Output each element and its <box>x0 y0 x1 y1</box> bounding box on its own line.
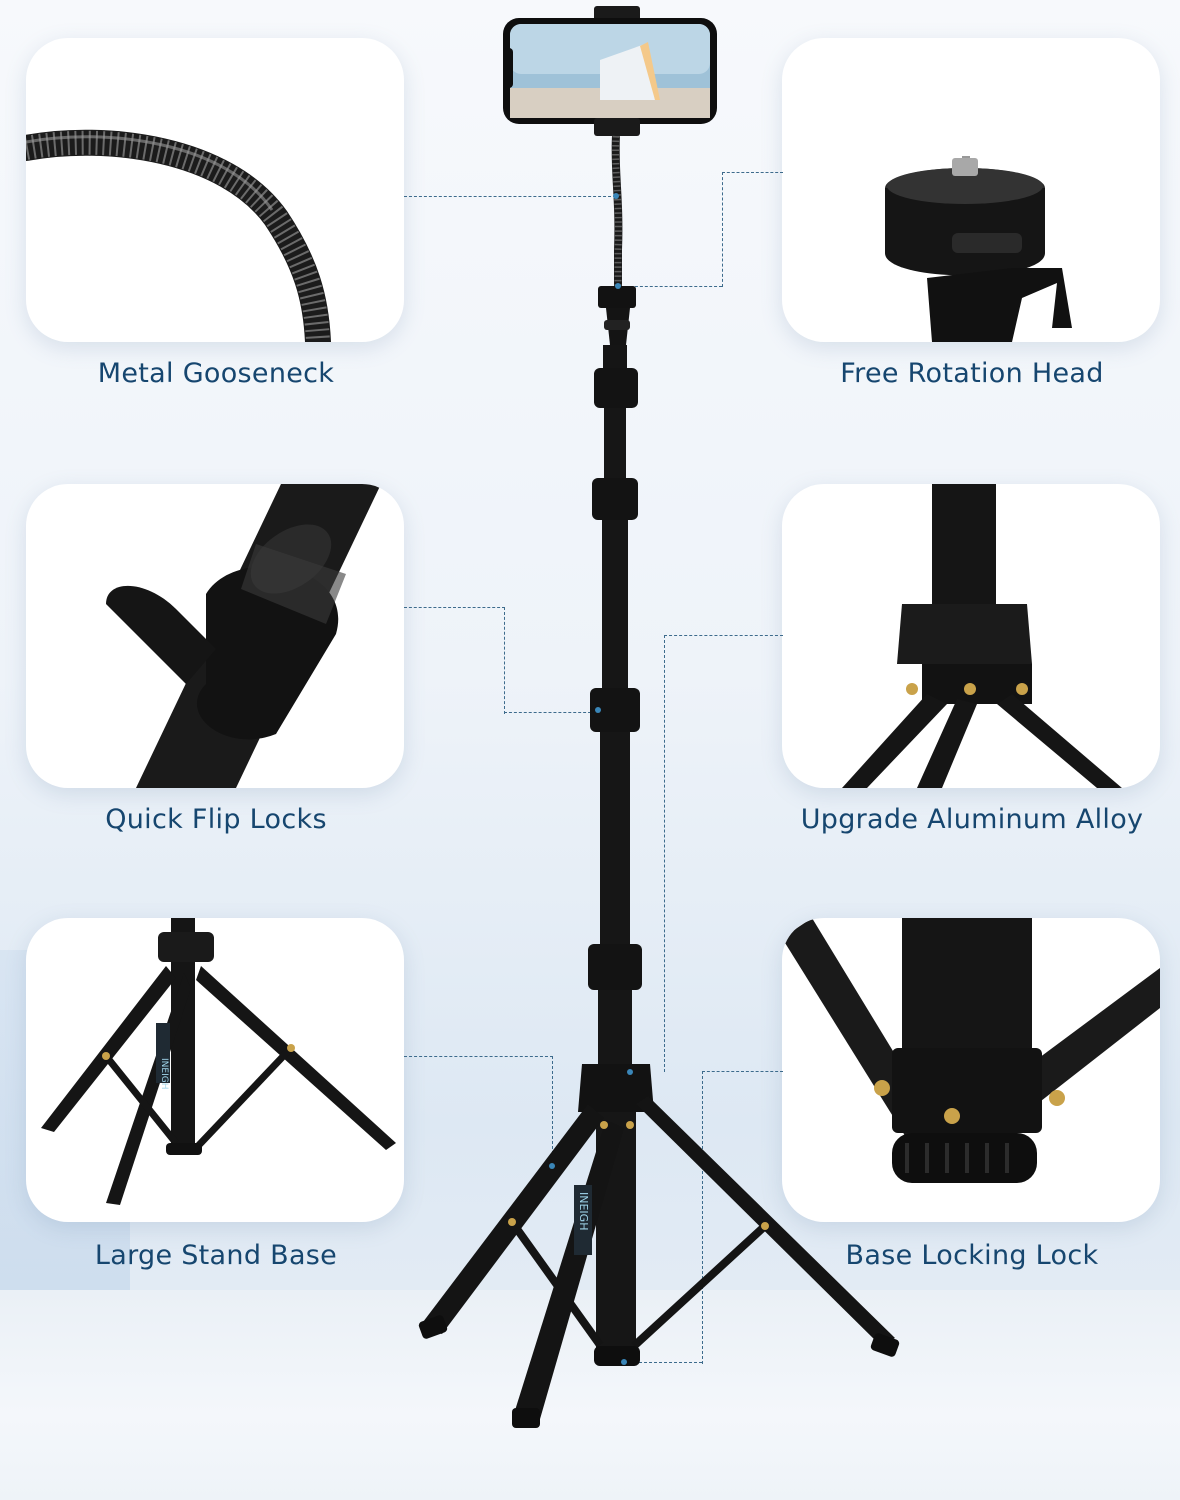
caption-upgrade-aluminum-alloy: Upgrade Aluminum Alloy <box>800 804 1144 835</box>
card-free-rotation-head <box>782 38 1160 342</box>
leader-line-rotation-head-tail <box>630 286 722 287</box>
rotation-head-icon <box>885 156 1072 342</box>
aluminum-joint-icon <box>842 484 1122 788</box>
tripod-base-icon: INEIGH <box>41 918 396 1205</box>
leader-line-flip-locks-tail <box>504 712 596 713</box>
brand-logo-small: INEIGH <box>159 1058 169 1089</box>
brand-logo: INEIGH <box>577 1192 590 1230</box>
leader-line-flip-locks <box>404 607 505 714</box>
card-quick-flip-locks <box>26 484 404 788</box>
base-lock-icon <box>782 918 1160 1183</box>
caption-large-stand-base: Large Stand Base <box>94 1240 338 1271</box>
card-large-stand-base: INEIGH <box>26 918 404 1222</box>
phone <box>503 18 717 124</box>
gooseneck-icon <box>26 129 331 342</box>
card-metal-gooseneck <box>26 38 404 342</box>
caption-free-rotation-head: Free Rotation Head <box>840 358 1104 389</box>
caption-metal-gooseneck: Metal Gooseneck <box>97 358 335 389</box>
card-upgrade-aluminum-alloy <box>782 484 1160 788</box>
leader-line-rotation-head <box>722 172 783 287</box>
leader-line-stand-base <box>404 1056 553 1169</box>
leader-line-base-lock-tail <box>624 1362 702 1363</box>
leader-line-gooseneck <box>404 196 616 197</box>
floor <box>0 1290 1180 1500</box>
caption-quick-flip-locks: Quick Flip Locks <box>105 804 327 835</box>
card-base-locking-lock <box>782 918 1160 1222</box>
flip-lock-icon <box>106 484 381 788</box>
leader-line-base-lock <box>702 1071 783 1364</box>
caption-base-locking-lock: Base Locking Lock <box>845 1240 1099 1271</box>
leader-line-aluminum <box>664 635 783 1072</box>
